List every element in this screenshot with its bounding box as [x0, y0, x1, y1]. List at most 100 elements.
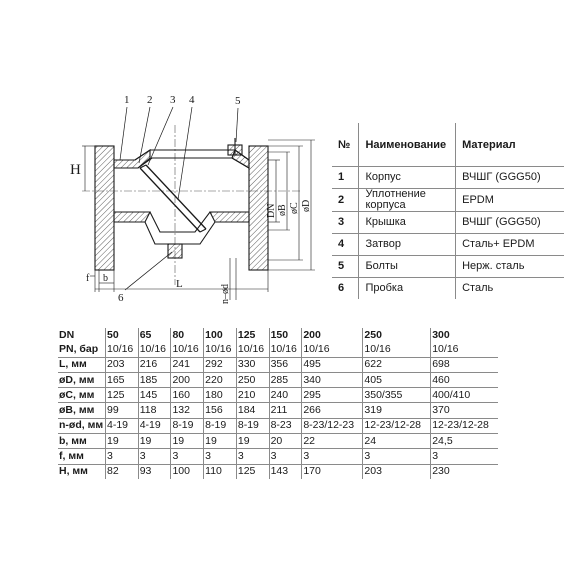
dims-cell: 170: [301, 463, 363, 479]
dims-header-row: DN 50 65 80 100 125 150 200 250 300: [58, 328, 498, 343]
table-row: 3 Крышка ВЧШГ (GGG50): [332, 211, 564, 234]
dims-cell: 10/16: [268, 342, 302, 358]
dims-size: 250: [362, 328, 431, 343]
dim-label-oB: øB: [277, 204, 288, 216]
part-material: Нерж. сталь: [455, 255, 564, 278]
dims-row-label: n-ød, мм: [58, 417, 106, 434]
parts-table: № Наименование Материал 1 Корпус ВЧШГ (G…: [332, 123, 564, 299]
dims-row-label: PN, бар: [59, 342, 99, 355]
dims-cell: 10/16: [137, 342, 171, 358]
valve-drawing: 1 2 3 4 5 6: [70, 94, 315, 304]
dims-cell: 160: [170, 387, 204, 403]
dims-cell: 10/16: [235, 342, 270, 358]
part-number: 1: [332, 166, 359, 189]
dims-size: 200: [301, 328, 363, 343]
dims-cell: 210: [235, 387, 270, 403]
dim-label-H: H: [70, 162, 81, 178]
dims-cell: 24: [362, 433, 431, 449]
dimension-lines: [82, 139, 315, 300]
dims-cell: 285: [268, 371, 302, 388]
dims-cell: 330: [235, 356, 270, 373]
dims-cell: 350/355: [362, 387, 431, 403]
dims-cell: 125: [235, 463, 270, 479]
dims-cell: 100: [170, 463, 204, 479]
part-material: EPDM: [455, 188, 564, 212]
dims-cell: 4-19: [137, 417, 171, 434]
callout-5: 5: [235, 95, 241, 107]
dims-cell: 185: [137, 371, 171, 388]
dims-cell: 240: [268, 387, 302, 403]
part-name: Корпус: [358, 166, 456, 189]
dims-row-label: b, мм: [58, 433, 106, 449]
dim-label-oD: øD: [301, 200, 312, 212]
dims-cell: 3: [301, 448, 363, 465]
dims-cell: 495: [301, 356, 363, 373]
dims-cell: 230: [430, 463, 498, 479]
dimensions-table: DN 50 65 80 100 125 150 200 250 300 PN, …: [58, 328, 498, 479]
dims-cell: 241: [170, 356, 204, 373]
dims-row-label: øC, мм: [58, 387, 106, 403]
callout-4: 4: [189, 94, 195, 106]
dims-cell: 8-19: [203, 417, 237, 434]
valve-body: [94, 138, 269, 271]
table-row: 6 Пробка Сталь: [332, 277, 564, 299]
dims-cell: 203: [362, 463, 431, 479]
dims-cell: 3: [170, 448, 204, 465]
dims-cell: 319: [362, 402, 431, 419]
dims-cell: 203: [105, 356, 139, 373]
dims-cell: 4-19: [105, 417, 139, 434]
dims-size: 300: [430, 328, 498, 343]
dim-label-n-od: n–ød: [220, 284, 231, 304]
dims-cell: 143: [268, 463, 302, 479]
dims-cell: 8-23: [268, 417, 302, 434]
dims-cell: 216: [137, 356, 171, 373]
dims-cell: 19: [170, 433, 204, 449]
dims-cell: 19: [105, 433, 139, 449]
dims-cell: 10/16: [301, 342, 363, 358]
dims-size: 80: [170, 328, 204, 343]
dims-cell: 211: [268, 402, 302, 419]
dims-cell: 12-23/12-28: [362, 417, 431, 434]
parts-header-material: Материал: [455, 123, 564, 167]
part-name: Затвор: [358, 233, 456, 256]
dims-cell: 3: [105, 448, 139, 465]
callout-2: 2: [147, 94, 153, 106]
dims-cell: 3: [235, 448, 270, 465]
dims-cell: 250: [235, 371, 270, 388]
dims-cell: 3: [268, 448, 302, 465]
dims-cell: 3: [362, 448, 431, 465]
dim-label-b: b: [103, 273, 108, 284]
callout-6: 6: [118, 292, 124, 304]
part-number: 6: [332, 277, 359, 299]
dims-cell: 125: [105, 387, 139, 403]
dims-size: 100: [203, 328, 237, 343]
table-row: 1 Корпус ВЧШГ (GGG50): [332, 166, 564, 189]
dims-size: 150: [268, 328, 302, 343]
dims-row-label: øB, мм: [58, 402, 106, 419]
part-number: 3: [332, 211, 359, 234]
dims-cell: 99: [105, 402, 139, 419]
dims-cell: 24,5: [430, 433, 498, 449]
dims-cell: 110: [203, 463, 237, 479]
part-number: 2: [332, 188, 359, 212]
dims-cell: 19: [235, 433, 270, 449]
dims-cell: 20: [268, 433, 302, 449]
dims-cell: 292: [203, 356, 237, 373]
dims-cell: 82: [105, 463, 139, 479]
dims-row-label: H, мм: [58, 463, 106, 479]
part-material: Сталь: [455, 277, 564, 299]
dim-label-f: f: [86, 273, 90, 284]
dims-cell: 118: [137, 402, 171, 419]
dims-cell: 8-23/12-23: [301, 417, 363, 434]
dims-size: 125: [235, 328, 270, 343]
part-number: 4: [332, 233, 359, 256]
dims-cell: 3: [430, 448, 498, 465]
dims-cell: 370: [430, 402, 498, 419]
dims-row-label: f, мм: [58, 448, 106, 465]
